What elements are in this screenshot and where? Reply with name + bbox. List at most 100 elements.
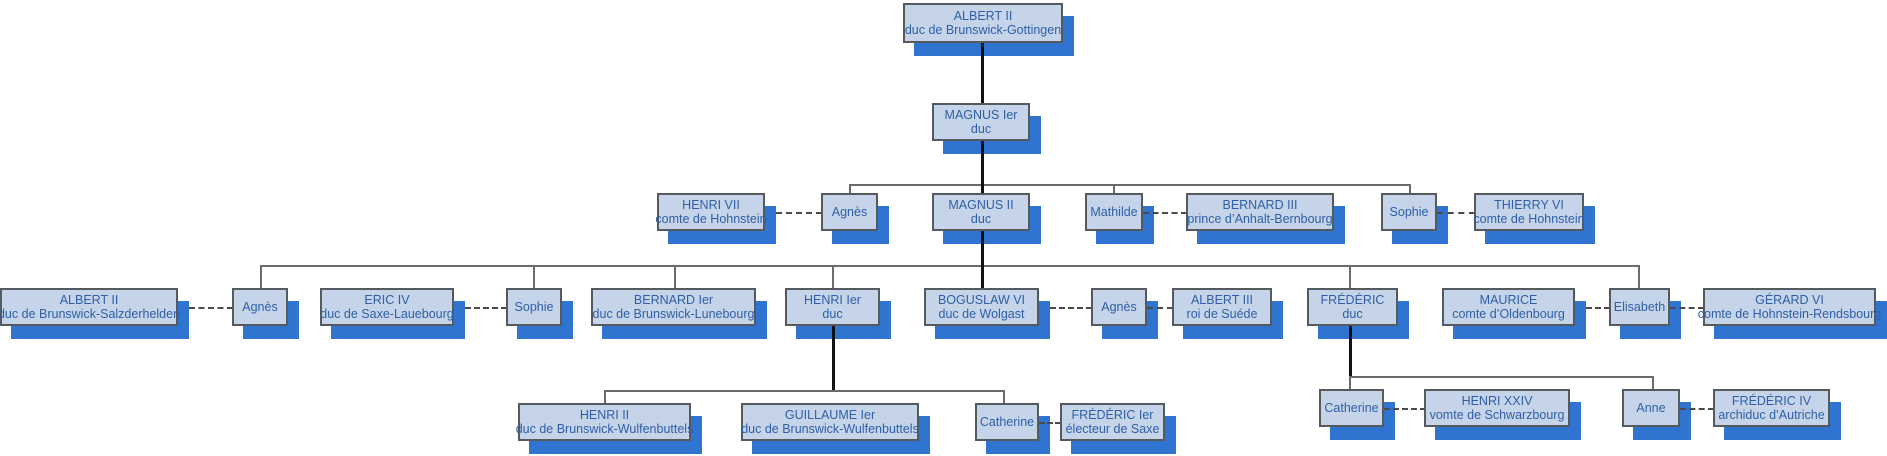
node-name: FRÉDÉRIC Ier — [1071, 407, 1154, 422]
sibling-bus-row3 — [849, 184, 1411, 186]
node-name: MAURICE — [1479, 292, 1538, 307]
branch-to-henri1 — [832, 265, 834, 288]
connector-magnus2-drop — [981, 231, 984, 267]
node-box: Sophie — [1381, 193, 1437, 231]
node-albert2-salzderhelden[interactable]: ALBERT II duc de Brunswick-Salzderhelden — [0, 288, 189, 339]
node-frederic-duc[interactable]: FRÉDÉRIC duc — [1307, 288, 1409, 339]
node-agnes-r3b[interactable]: Agnès — [1091, 288, 1158, 339]
node-box: ALBERT II duc de Brunswick-Gottingen — [903, 3, 1063, 43]
node-name: Agnès — [242, 299, 278, 314]
branch-to-agnes-r3a — [260, 265, 262, 288]
connector-magnus1-drop — [981, 141, 984, 186]
marriage-link-agnes-albert3 — [1147, 307, 1173, 309]
node-eric4[interactable]: ERIC IV duc de Saxe-Lauebourg — [320, 288, 465, 339]
node-name: Agnès — [1101, 299, 1137, 314]
node-title: roi de Suéde — [1186, 307, 1258, 321]
node-box: GÉRARD VI comte de Hohnstein-Rendsbourg — [1698, 288, 1881, 326]
node-catherine-r4b[interactable]: Catherine — [1319, 389, 1395, 440]
node-box: Catherine — [975, 403, 1039, 441]
node-title: électeur de Saxe — [1065, 422, 1160, 436]
node-bernard3[interactable]: BERNARD III prince d’Anhalt-Bernbourg — [1186, 193, 1345, 244]
node-name: BERNARD Ier — [633, 292, 714, 307]
marriage-link-henri7-agnes — [776, 212, 822, 214]
node-mathilde[interactable]: Mathilde — [1085, 193, 1154, 244]
node-sophie-r2[interactable]: Sophie — [1381, 193, 1448, 244]
node-boguslaw6[interactable]: BOGUSLAW VI duc de Wolgast — [924, 288, 1050, 339]
node-title: archiduc d’Autriche — [1718, 408, 1825, 422]
node-albert3[interactable]: ALBERT III roi de Suéde — [1172, 288, 1283, 339]
node-henri1[interactable]: HENRI Ier duc — [785, 288, 891, 339]
node-box: BERNARD Ier duc de Brunswick-Lunebourg — [591, 288, 756, 326]
node-frederic1[interactable]: FRÉDÉRIC Ier électeur de Saxe — [1060, 403, 1176, 454]
sibling-bus-row4 — [260, 265, 1638, 267]
node-title: duc de Wolgast — [938, 307, 1025, 321]
node-box: HENRI XXIV vomte de Schwarzbourg — [1424, 389, 1570, 427]
node-title: comte de Hohnstein — [655, 212, 767, 226]
node-name: Sophie — [514, 299, 554, 314]
branch-to-elisabeth — [1638, 265, 1640, 288]
branch-to-mathilde — [1113, 184, 1115, 198]
node-agnes-r3a[interactable]: Agnès — [232, 288, 299, 339]
branch-to-agnes-r2 — [849, 184, 851, 198]
node-box: Sophie — [506, 288, 562, 326]
connector-albert2-to-magnus1 — [981, 43, 984, 103]
node-sophie-r3[interactable]: Sophie — [506, 288, 573, 339]
node-name: HENRI Ier — [804, 292, 861, 307]
node-elisabeth[interactable]: Elisabeth — [1609, 288, 1681, 339]
node-agnes-r2[interactable]: Agnès — [821, 193, 889, 244]
node-albert2-gottingen[interactable]: ALBERT II duc de Brunswick-Gottingen — [903, 3, 1074, 56]
node-box: BERNARD III prince d’Anhalt-Bernbourg — [1186, 193, 1334, 231]
node-guillaume1[interactable]: GUILLAUME Ier duc de Brunswick-Wulfenbut… — [741, 403, 930, 454]
node-box: HENRI VII comte de Hohnstein — [655, 193, 767, 231]
node-catherine-r4a[interactable]: Catherine — [975, 403, 1050, 454]
node-thierry6[interactable]: THIERRY VI comte de Hohnstein — [1473, 193, 1595, 244]
node-title: duc de Brunswick-Gottingen — [904, 23, 1062, 37]
marriage-link-mathilde-bernard3 — [1143, 212, 1187, 214]
node-title: duc de Brunswick-Lunebourg — [592, 307, 755, 321]
node-box: MAGNUS II duc — [932, 193, 1030, 231]
node-box: HENRI Ier duc — [785, 288, 880, 326]
node-title: vomte de Schwarzbourg — [1429, 408, 1565, 422]
marriage-link-maurice-elisabeth — [1586, 307, 1610, 309]
node-name: THIERRY VI — [1494, 197, 1564, 212]
sibling-bus-row5-left — [604, 390, 1004, 392]
node-title: duc de Brunswick-Wulfenbuttels — [515, 422, 694, 436]
connector-henri1-drop — [832, 326, 835, 392]
marriage-link-catherine-henri24 — [1384, 408, 1426, 410]
node-title: duc — [970, 212, 992, 226]
branch-to-sophie-r2 — [1409, 184, 1411, 198]
node-gerard6[interactable]: GÉRARD VI comte de Hohnstein-Rendsbourg — [1698, 288, 1887, 339]
node-name: HENRI II — [579, 407, 630, 422]
node-maurice[interactable]: MAURICE comte d’Oldenbourg — [1442, 288, 1586, 339]
node-name: Anne — [1636, 400, 1666, 415]
node-box: THIERRY VI comte de Hohnstein — [1473, 193, 1585, 231]
marriage-link-boguslaw-agnes — [1050, 307, 1092, 309]
node-title: duc — [822, 307, 843, 321]
node-title: duc de Brunswick-Salzderhelden — [0, 307, 181, 321]
node-box: Anne — [1622, 389, 1680, 427]
node-magnus2[interactable]: MAGNUS II duc — [932, 193, 1041, 244]
node-henri2[interactable]: HENRI II duc de Brunswick-Wulfenbuttels — [515, 403, 702, 454]
node-title: duc — [1342, 307, 1363, 321]
node-box: GUILLAUME Ier duc de Brunswick-Wulfenbut… — [741, 403, 919, 441]
node-bernard1[interactable]: BERNARD Ier duc de Brunswick-Lunebourg — [591, 288, 767, 339]
node-title: duc — [970, 122, 992, 136]
node-name: Mathilde — [1090, 204, 1138, 219]
node-name: HENRI VII — [682, 197, 740, 212]
node-title: duc de Brunswick-Wulfenbuttels — [741, 422, 919, 436]
node-magnus1[interactable]: MAGNUS Ier duc — [932, 103, 1041, 154]
node-name: ALBERT II — [953, 8, 1013, 23]
node-anne[interactable]: Anne — [1622, 389, 1691, 440]
node-name: ALBERT II — [59, 292, 119, 307]
node-title: comte de Hohnstein-Rendsbourg — [1697, 307, 1882, 321]
branch-to-anne — [1652, 376, 1654, 390]
node-name: MAGNUS Ier — [944, 107, 1018, 122]
node-henri7[interactable]: HENRI VII comte de Hohnstein — [655, 193, 776, 244]
branch-to-catherine-r4a — [1003, 390, 1005, 404]
node-title: duc de Saxe-Lauebourg — [320, 307, 454, 321]
node-name: Catherine — [1324, 400, 1379, 415]
node-frederic4[interactable]: FRÉDÉRIC IV archiduc d’Autriche — [1713, 389, 1841, 440]
node-name: FRÉDÉRIC IV — [1731, 393, 1812, 408]
node-henri24[interactable]: HENRI XXIV vomte de Schwarzbourg — [1424, 389, 1581, 440]
